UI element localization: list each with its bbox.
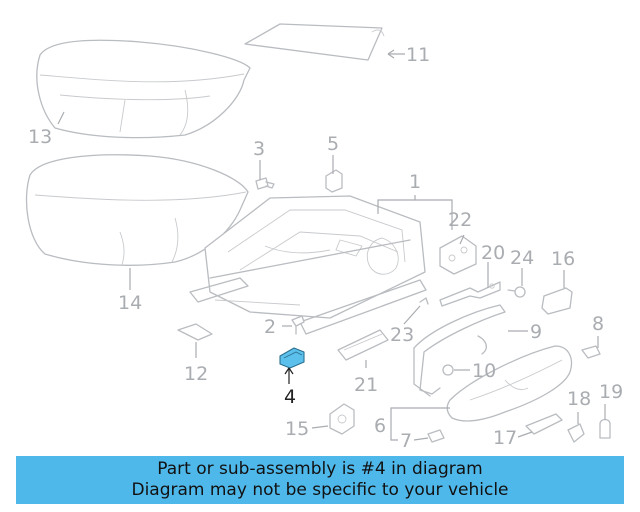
info-banner: Part or sub-assembly is #4 in diagram Di… <box>16 456 624 504</box>
leader-lines <box>57 49 606 441</box>
callout-6: 6 <box>374 415 386 437</box>
part-20-bracket <box>439 281 501 307</box>
part-2-bolt <box>291 315 305 335</box>
callout-17: 17 <box>493 427 517 449</box>
part-23-clip <box>419 297 429 305</box>
callout-18: 18 <box>567 388 591 410</box>
callout-10: 10 <box>472 360 496 382</box>
part-16-switch <box>541 287 573 315</box>
part-9-wire <box>413 304 506 397</box>
callout-1: 1 <box>409 171 421 193</box>
callout-7: 7 <box>400 430 412 452</box>
part-6-side-shield <box>446 345 573 422</box>
callout-3: 3 <box>253 138 265 160</box>
part-24-bolt <box>507 286 526 298</box>
part-1-seat-frame <box>189 195 427 335</box>
banner-line-1: Part or sub-assembly is #4 in diagram <box>157 459 483 479</box>
part-15-actuator <box>329 403 355 435</box>
part-19-knob <box>599 418 611 439</box>
part-4-shape[interactable] <box>279 347 305 369</box>
callout-16: 16 <box>551 248 575 270</box>
callout-19: 19 <box>599 381 623 403</box>
part-21-trim <box>337 329 389 361</box>
part-5-clip <box>325 169 343 193</box>
part-18-cap <box>567 423 585 443</box>
callout-4-active[interactable]: 4 <box>284 386 296 408</box>
banner-line-2: Diagram may not be specific to your vehi… <box>131 480 509 500</box>
part-11-pad <box>244 23 385 61</box>
callout-24: 24 <box>510 247 534 269</box>
part-12-bracket <box>177 323 213 341</box>
callout-13: 13 <box>28 126 52 148</box>
callout-11: 11 <box>406 44 430 66</box>
callout-23: 23 <box>390 324 414 346</box>
part-10-bolt <box>442 364 454 376</box>
callout-21: 21 <box>354 374 378 396</box>
part-22-motor <box>439 235 477 275</box>
part-17-trim <box>525 413 563 435</box>
part-4-highlighted[interactable] <box>279 347 305 369</box>
callout-9: 9 <box>530 321 542 343</box>
callout-20: 20 <box>481 242 505 264</box>
callout-labels: 11 13 3 5 1 22 20 24 16 14 2 9 8 23 12 1… <box>28 44 623 452</box>
callout-8: 8 <box>592 313 604 335</box>
part-3-bolt <box>255 177 275 190</box>
callout-15: 15 <box>285 418 309 440</box>
callout-22: 22 <box>448 209 472 231</box>
parts-diagram: 11 13 3 5 1 22 20 24 16 14 2 9 8 23 12 1… <box>25 23 623 452</box>
callout-12: 12 <box>184 363 208 385</box>
part-7-clip <box>427 429 445 443</box>
part-13-cushion-cover <box>36 39 251 139</box>
part-8-connector <box>581 345 601 359</box>
callout-2: 2 <box>264 316 276 338</box>
callout-5: 5 <box>327 133 339 155</box>
callout-14: 14 <box>118 292 142 314</box>
